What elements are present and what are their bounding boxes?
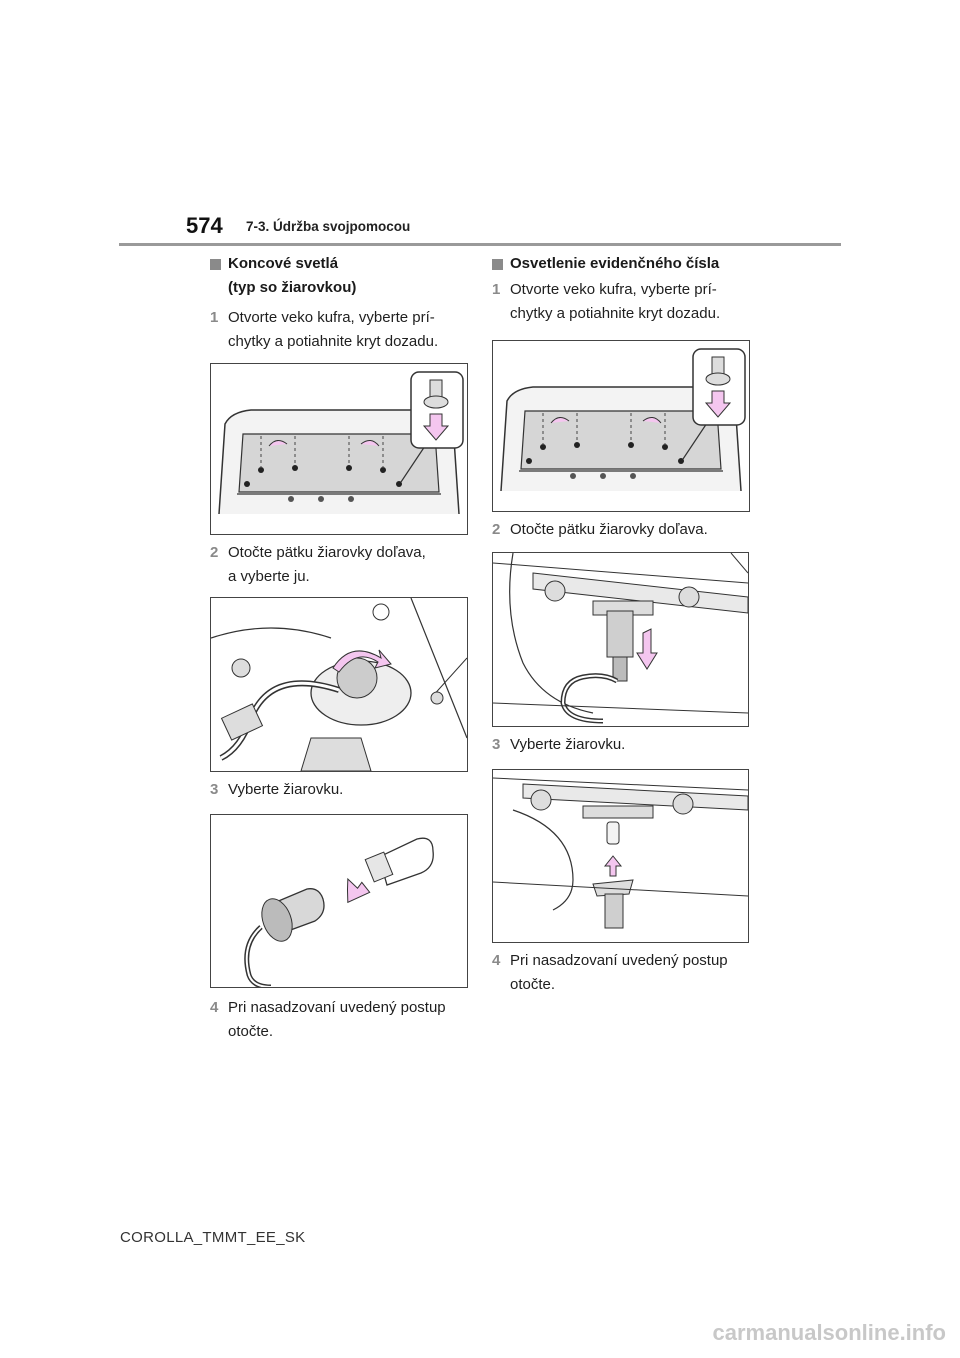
figure-trunk-lid-clips-left	[210, 363, 468, 535]
step-text-line: Otvorte veko kufra, vyberte prí-	[510, 281, 717, 298]
right-step-3: 3 Vyberte žiarovku.	[492, 733, 754, 757]
watermark: carmanualsonline.info	[712, 1320, 947, 1345]
trunk-lid-illustration	[500, 348, 746, 492]
section-marker-icon	[492, 259, 503, 270]
step-text-line: Otočte pätku žiarovky doľava.	[510, 521, 708, 538]
left-step-4: 4 Pri nasadzovaní uvedený postup otočte.	[210, 996, 472, 1044]
step-text-line: Pri nasadzovaní uvedený postup	[228, 999, 446, 1016]
license-socket-illustration	[493, 553, 748, 724]
right-heading: Osvetlenie evidenčného čísla	[492, 252, 754, 276]
figure-remove-bulb-left	[210, 814, 468, 988]
right-step-1: 1 Otvorte veko kufra, vyberte prí- chytk…	[492, 278, 754, 326]
step-number: 4	[492, 952, 501, 969]
step-number: 4	[210, 999, 219, 1016]
right-heading-text: Osvetlenie evidenčného čísla	[510, 255, 720, 272]
step-text-line: a vyberte ju.	[228, 568, 310, 585]
left-step-1: 1 Otvorte veko kufra, vyberte prí- chytk…	[210, 306, 472, 354]
step-number: 3	[492, 736, 501, 753]
left-step-3: 3 Vyberte žiarovku.	[210, 778, 472, 802]
page-number: 574	[186, 213, 223, 238]
step-number: 2	[492, 521, 501, 538]
step-text-line: Otvorte veko kufra, vyberte prí-	[228, 309, 435, 326]
step-text-line: otočte.	[510, 976, 556, 993]
step-number: 1	[210, 309, 219, 326]
bulb-socket-illustration	[211, 598, 467, 771]
step-number: 3	[210, 781, 219, 798]
figure-trunk-lid-clips-right	[492, 340, 750, 512]
figure-bulb-socket-left	[210, 597, 468, 772]
figure-license-socket-right	[492, 552, 749, 727]
section-marker-icon	[210, 259, 221, 270]
manual-code-footer: COROLLA_TMMT_EE_SK	[120, 1229, 306, 1246]
left-heading-line2: (typ so žiarovkou)	[228, 279, 357, 296]
remove-license-bulb-illustration	[493, 777, 748, 929]
right-column: Osvetlenie evidenčného čísla 1 Otvorte v…	[492, 252, 754, 997]
step-text-line: chytky a potiahnite kryt dozadu.	[228, 333, 439, 350]
step-text-line: Vyberte žiarovku.	[510, 736, 626, 753]
step-text-line: chytky a potiahnite kryt dozadu.	[510, 305, 721, 322]
step-text-line: otočte.	[228, 1023, 274, 1040]
left-heading-line1: Koncové svetlá	[228, 255, 339, 272]
step-text-line: Vyberte žiarovku.	[228, 781, 344, 798]
trunk-lid-illustration	[218, 371, 464, 515]
remove-bulb-illustration	[244, 837, 434, 987]
step-text-line: Pri nasadzovaní uvedený postup	[510, 952, 728, 969]
section-title: 7-3. Údržba svojpomocou	[246, 219, 411, 234]
step-text-line: Otočte pätku žiarovky doľava,	[228, 544, 426, 561]
header-rule	[119, 243, 841, 246]
left-column: Koncové svetlá (typ so žiarovkou) 1 Otvo…	[210, 252, 472, 1044]
right-step-4: 4 Pri nasadzovaní uvedený postup otočte.	[492, 949, 754, 997]
figure-remove-bulb-right	[492, 769, 749, 943]
step-number: 1	[492, 281, 501, 298]
step-number: 2	[210, 544, 219, 561]
left-step-2: 2 Otočte pätku žiarovky doľava, a vybert…	[210, 541, 472, 589]
right-step-2: 2 Otočte pätku žiarovky doľava.	[492, 518, 754, 542]
left-heading: Koncové svetlá (typ so žiarovkou)	[210, 252, 472, 300]
